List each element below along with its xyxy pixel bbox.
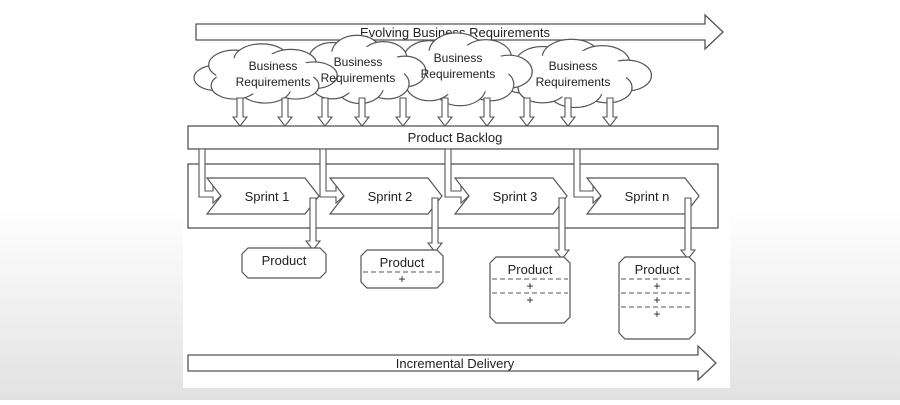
sprint-label: Sprint 3 — [493, 189, 538, 204]
product-backlog-label: Product Backlog — [408, 130, 503, 145]
down-arrow — [276, 97, 294, 127]
down-arrow — [316, 97, 334, 127]
product-3: Product ++ — [489, 197, 571, 324]
requirements-cloud — [193, 43, 338, 104]
increment-plus: + — [526, 279, 533, 293]
product-label: Product — [262, 253, 307, 268]
product-label: Product — [635, 262, 680, 277]
down-arrow — [601, 97, 619, 127]
down-arrow — [559, 97, 577, 127]
cloud-label-line1: Business — [549, 59, 598, 73]
sprint-3: Sprint 3 — [444, 148, 568, 215]
increment-plus: + — [526, 293, 533, 307]
down-arrow — [436, 97, 454, 127]
increment-plus: + — [653, 279, 660, 293]
sprint-to-product-arrow — [426, 197, 444, 253]
down-arrow — [478, 97, 496, 127]
requirements-cloud — [294, 34, 427, 105]
incremental-delivery-label: Incremental Delivery — [396, 356, 515, 371]
down-arrow — [518, 97, 536, 127]
cloud-to-backlog-arrows — [231, 97, 619, 127]
down-arrow — [394, 97, 412, 127]
increment-plus: + — [653, 293, 660, 307]
sprint-label: Sprint 1 — [245, 189, 290, 204]
sprint-chevron — [328, 177, 443, 215]
product-label: Product — [380, 255, 425, 270]
down-arrow — [353, 97, 371, 127]
cloud-label-line1: Business — [334, 55, 383, 69]
sprint-4: Sprint n — [573, 148, 700, 215]
product-box — [618, 256, 696, 340]
requirements-cloud — [388, 32, 533, 107]
sprint-to-product-arrow — [553, 197, 571, 260]
sprint-chevron — [453, 177, 568, 215]
sprint-to-product-arrow — [679, 197, 697, 260]
product-2: Product + — [360, 197, 444, 289]
sprint-label: Sprint n — [625, 189, 670, 204]
cloud-label-line2: Requirements — [321, 71, 396, 85]
increment-plus: + — [398, 272, 405, 286]
cloud-label-line2: Requirements — [536, 75, 611, 89]
sprint-chevron — [205, 177, 320, 215]
cloud-label-line1: Business — [434, 51, 483, 65]
product-1: Product — [241, 197, 327, 279]
product-backlog-bar: Product Backlog — [187, 125, 719, 150]
sprint-label: Sprint 2 — [368, 189, 413, 204]
product-box — [241, 247, 327, 279]
product-4: Product+++ — [618, 197, 697, 340]
cloud-label-line2: Requirements — [236, 75, 311, 89]
sprint-to-product-arrow — [304, 197, 322, 251]
sprint-2: Sprint 2 — [319, 148, 443, 215]
cloud-label-line1: Business — [249, 59, 298, 73]
product-label: Product — [508, 262, 553, 277]
increment-plus: + — [653, 307, 660, 321]
product-box — [360, 249, 444, 289]
down-arrow — [231, 97, 249, 127]
cloud-label-line2: Requirements — [421, 67, 496, 81]
incremental-delivery-arrow: Incremental Delivery — [187, 344, 717, 382]
product-box — [489, 256, 571, 324]
sprint-1: Sprint 1 — [198, 148, 320, 215]
